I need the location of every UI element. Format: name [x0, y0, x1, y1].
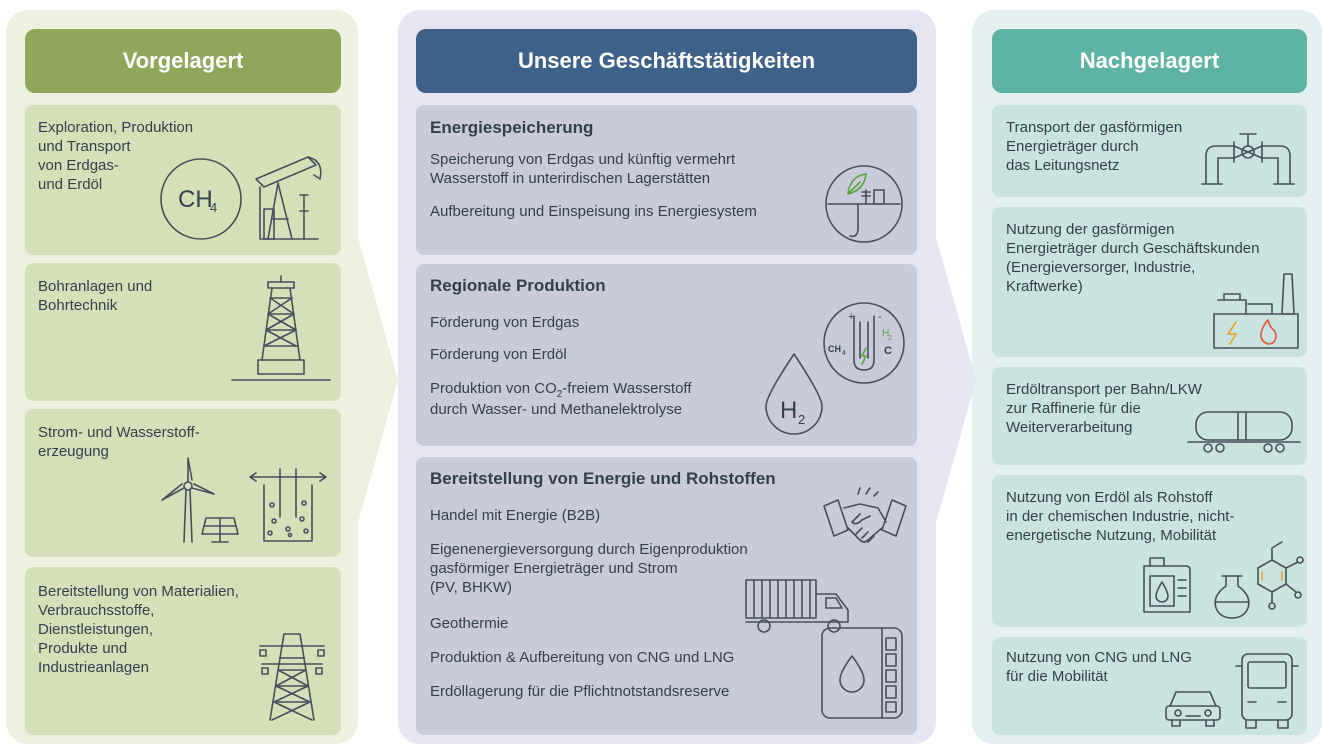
- hydrogen-drop-icon: H 2: [765, 353, 823, 435]
- downstream-header: Nachgelagert: [992, 29, 1307, 93]
- drilling-rig-icon: [231, 275, 331, 381]
- electrolyzer-icon: [249, 468, 327, 542]
- downstream-text: Nutzung der gasförmigen: [1006, 221, 1175, 238]
- pumpjack-icon: [255, 156, 322, 240]
- upstream-card-drilling: [25, 263, 341, 401]
- section-heading: Bereitstellung von Energie und Rohstoffe…: [430, 469, 776, 488]
- plus-label: +: [848, 311, 854, 323]
- upstream-text: von Erdgas-: [38, 157, 119, 174]
- downstream-text: zur Raffinerie für die: [1006, 400, 1141, 417]
- upstream-card-power-hydrogen: [25, 409, 341, 557]
- business-card-storage: [416, 105, 917, 255]
- business-card-supply: [416, 457, 917, 735]
- methane-molecule-icon: CH 4: [160, 158, 242, 240]
- wind-turbine-solar-icon: [161, 457, 239, 543]
- downstream-text: energetische Nutzung, Mobilität: [1006, 527, 1217, 544]
- upstream-text: Produkte und: [38, 640, 128, 657]
- downstream-text: Erdöltransport per Bahn/LKW: [1006, 381, 1202, 398]
- chevron-arrow-business: [934, 230, 976, 530]
- co2-text-rest: -freiem Wasserstoff: [562, 380, 692, 397]
- business-text: Eigenenergieversorgung durch Eigenproduk…: [430, 541, 748, 558]
- business-text: (PV, BHKW): [430, 579, 512, 596]
- oil-storage-tank-icon: [821, 627, 903, 719]
- upstream-text: Exploration, Produktion: [38, 119, 194, 136]
- business-text: Aufbereitung und Einspeisung ins Energie…: [430, 203, 757, 220]
- power-pylon-icon: [259, 633, 325, 721]
- downstream-text: Nutzung von Erdöl als Rohstoff: [1006, 489, 1213, 506]
- methane-label: CH: [178, 186, 213, 213]
- business-card-production: [416, 264, 917, 446]
- hydrogen-subscript: 2: [798, 412, 805, 427]
- downstream-text: (Energieversorger, Industrie,: [1006, 259, 1196, 276]
- downstream-text: Energieträger durch: [1006, 138, 1139, 155]
- h2-subscript: 2: [888, 335, 892, 342]
- downstream-text: Transport der gasförmigen: [1006, 119, 1183, 136]
- h2-label: H: [882, 328, 889, 339]
- carbon-label: C: [884, 345, 892, 357]
- underground-storage-icon: [825, 165, 903, 243]
- upstream-text: Dienstleistungen,: [38, 621, 154, 638]
- upstream-text: und Transport: [38, 138, 131, 155]
- business-text: gasförmiger Energieträger und Strom: [430, 560, 678, 577]
- business-text: Geothermie: [430, 615, 509, 632]
- upstream-text: Verbrauchsstoffe,: [38, 602, 155, 619]
- downstream-text: Nutzung von CNG und LNG: [1006, 649, 1192, 666]
- business-header: Unsere Geschäftstätigkeiten: [416, 29, 917, 93]
- section-heading: Regionale Produktion: [430, 276, 606, 295]
- bus-icon: [1235, 653, 1299, 729]
- upstream-header: Vorgelagert: [25, 29, 341, 93]
- hydrogen-label: H: [780, 397, 797, 424]
- car-icon: [1165, 691, 1221, 727]
- electrolysis-cell-icon: + - CH 4 H 2 C: [823, 302, 905, 384]
- upstream-text: Bohranlagen und: [38, 278, 153, 295]
- upstream-text: erzeugung: [38, 443, 109, 460]
- pipeline-valve-icon: [1201, 133, 1295, 185]
- business-text: Produktion & Aufbereitung von CNG und LN…: [430, 649, 735, 666]
- chemistry-flask-molecule-icon: [1214, 541, 1304, 619]
- upstream-text: Industrieanlagen: [38, 659, 149, 676]
- business-text: Speicherung von Erdgas und künftig verme…: [430, 151, 736, 168]
- business-text: Erdöllagerung für die Pflichtnotstandsre…: [430, 683, 730, 700]
- upstream-text: Bohrtechnik: [38, 297, 118, 314]
- downstream-card-business-customers: [992, 207, 1307, 357]
- minus-label: -: [878, 311, 882, 323]
- business-text: durch Wasser- und Methanelektrolyse: [430, 401, 683, 418]
- tanker-truck-icon: [745, 579, 849, 633]
- business-text: Wasserstoff in unterirdischen Lagerstätt…: [430, 170, 711, 187]
- downstream-text: das Leitungsnetz: [1006, 157, 1120, 174]
- ch4-label: CH: [828, 344, 841, 354]
- downstream-card-oil-transport: [992, 367, 1307, 465]
- downstream-text: Kraftwerke): [1006, 278, 1083, 295]
- upstream-text: Strom- und Wasserstoff-: [38, 424, 200, 441]
- upstream-card-exploration: [25, 105, 341, 255]
- business-text: Produktion von CO2-freiem Wasserstoff: [430, 379, 692, 405]
- handshake-icon: [823, 487, 907, 543]
- co2-text: Produktion von CO: [430, 380, 557, 397]
- co2-subscript: 2: [556, 389, 563, 400]
- rail-tank-car-icon: [1187, 411, 1301, 453]
- downstream-text: für die Mobilität: [1006, 668, 1108, 685]
- ch4-subscript: 4: [842, 350, 846, 357]
- upstream-card-supply: [25, 567, 341, 735]
- business-text: Förderung von Erdgas: [430, 314, 580, 331]
- business-text: Handel mit Energie (B2B): [430, 507, 601, 524]
- downstream-text: Weiterverarbeitung: [1006, 419, 1133, 436]
- oil-canister-icon: [1143, 557, 1191, 613]
- upstream-text: Bereitstellung von Materialien,: [38, 583, 239, 600]
- business-text: Förderung von Erdöl: [430, 346, 567, 363]
- power-plant-icon: [1213, 273, 1299, 349]
- section-heading: Energiespeicherung: [430, 118, 594, 137]
- upstream-text: und Erdöl: [38, 176, 103, 193]
- downstream-text: Energieträger durch Geschäftskunden: [1006, 240, 1260, 257]
- chevron-arrow-upstream: [356, 230, 398, 530]
- methane-subscript: 4: [210, 200, 217, 215]
- downstream-text: in der chemischen Industrie, nicht-: [1006, 508, 1235, 525]
